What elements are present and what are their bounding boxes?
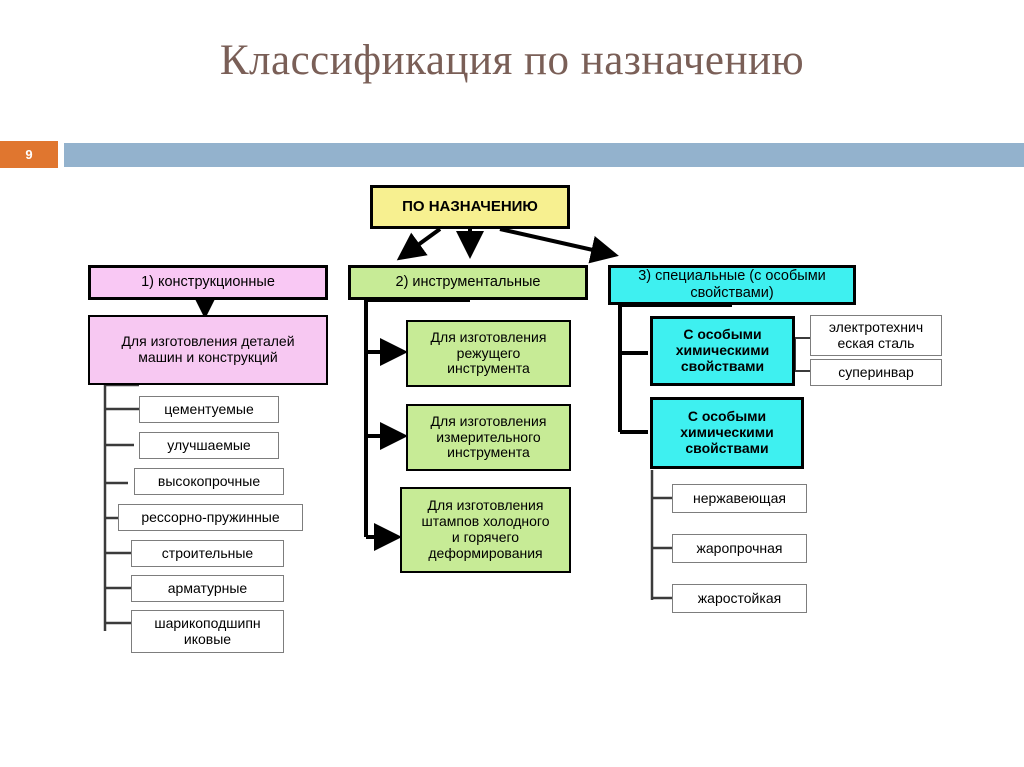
list-item[interactable]: высокопрочные <box>134 468 284 495</box>
list-item[interactable]: Для изготовления штампов холодного и гор… <box>400 487 571 573</box>
list-item[interactable]: Для изготовления измерительного инструме… <box>406 404 571 471</box>
list-item[interactable]: арматурные <box>131 575 284 602</box>
list-item[interactable]: улучшаемые <box>139 432 279 459</box>
list-item[interactable]: нержавеющая <box>672 484 807 513</box>
list-item[interactable]: строительные <box>131 540 284 567</box>
list-item[interactable]: суперинвар <box>810 359 942 386</box>
page-title: Классификация по назначению <box>219 37 805 84</box>
list-item[interactable]: жаропрочная <box>672 534 807 563</box>
list-item[interactable]: рессорно-пружинные <box>118 504 303 531</box>
node-root[interactable]: ПО НАЗНАЧЕНИЮ <box>370 185 570 229</box>
slide-number-badge: 9 <box>0 141 58 168</box>
list-item[interactable]: цементуемые <box>139 396 279 423</box>
list-item[interactable]: Для изготовления режущего инструмента <box>406 320 571 387</box>
list-item[interactable]: шарикоподшипн иковые <box>131 610 284 653</box>
node-special-group-2[interactable]: С особыми химическими свойствами <box>650 397 804 469</box>
list-item[interactable]: электротехнич еская сталь <box>810 315 942 356</box>
node-category-special[interactable]: 3) специальные (с особыми свойствами) <box>608 265 856 305</box>
node-category-tool[interactable]: 2) инструментальные <box>348 265 588 300</box>
node-constructional-purpose[interactable]: Для изготовления деталей машин и констру… <box>88 315 328 385</box>
node-category-constructional[interactable]: 1) конструкционные <box>88 265 328 300</box>
header-divider-bar <box>64 143 1024 167</box>
node-special-group-1[interactable]: С особыми химическими свойствами <box>650 316 795 386</box>
list-item[interactable]: жаростойкая <box>672 584 807 613</box>
